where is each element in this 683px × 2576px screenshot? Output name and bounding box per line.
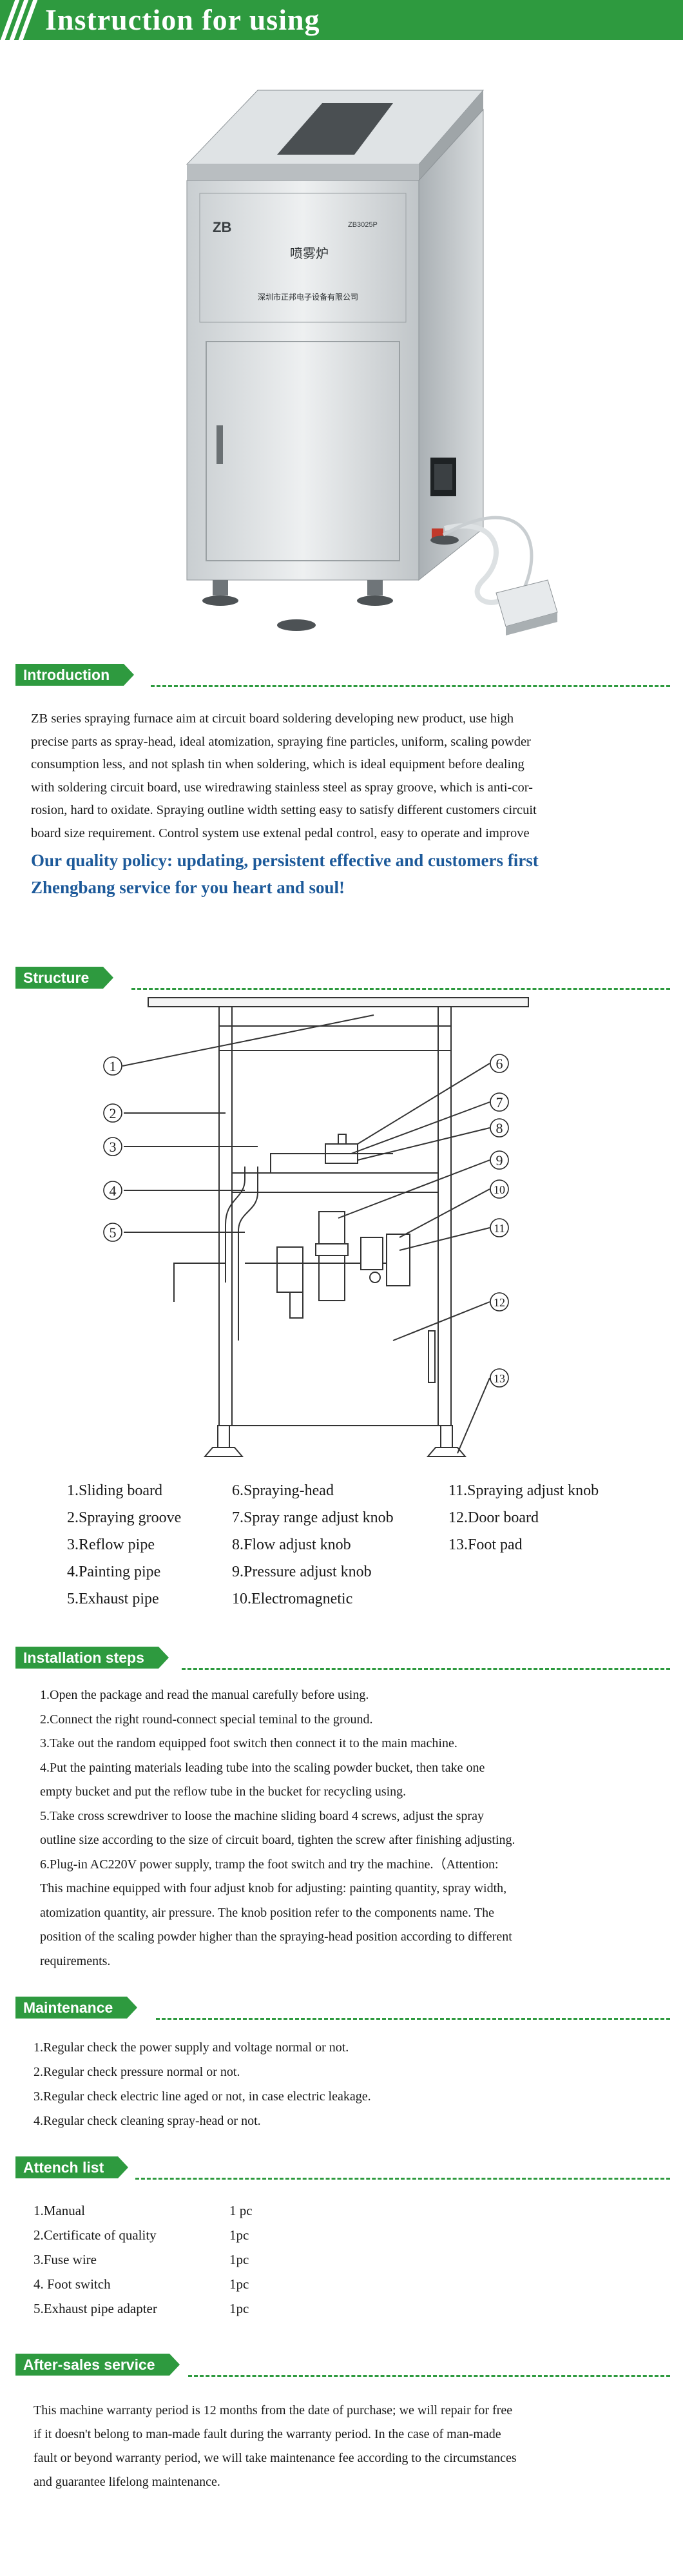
maintenance-header: Maintenance [15, 1997, 683, 2022]
aftersales-line: fault or beyond warranty period, we will… [34, 2451, 517, 2465]
attach-item-name: 5.Exhaust pipe adapter [34, 2301, 157, 2316]
install-line: atomization quantity, air pressure. The … [40, 1905, 494, 1920]
policy-line-1: Our quality policy: updating, persistent… [31, 851, 539, 870]
maintenance-text: 1.Regular check the power supply and vol… [34, 2035, 371, 2133]
callout-5: 5 [110, 1225, 117, 1241]
legend-item: 1.Sliding board [67, 1482, 162, 1499]
aftersales-line: and guarantee lifelong maintenance. [34, 2475, 220, 2489]
structure-header: Structure [15, 967, 683, 993]
installation-text: 1.Open the package and read the manual c… [40, 1683, 515, 1973]
quality-policy: Our quality policy: updating, persistent… [31, 847, 539, 901]
aftersales-header: After-sales service [15, 2354, 683, 2379]
attach-item-qty: 1 pc [229, 2203, 253, 2218]
callout-13: 13 [494, 1372, 505, 1385]
maintenance-line: 1.Regular check the power supply and vol… [34, 2040, 349, 2055]
attach-header: Attench list [15, 2156, 683, 2182]
callout-10: 10 [494, 1183, 505, 1196]
stripes-decoration [0, 0, 38, 40]
intro-line: rosion, hard to oxidate. Spraying outlin… [31, 803, 537, 817]
legend-item: 3.Reflow pipe [67, 1536, 155, 1553]
callout-6: 6 [496, 1056, 503, 1072]
install-line: requirements. [40, 1953, 111, 1968]
install-line: 5.Take cross screwdriver to loose the ma… [40, 1808, 484, 1823]
maintenance-heading: Maintenance [15, 1997, 138, 2019]
introduction-header: Introduction [15, 664, 683, 690]
callout-1: 1 [110, 1058, 117, 1074]
aftersales-heading: After-sales service [15, 2354, 180, 2376]
introduction-text: ZB series spraying furnace aim at circui… [31, 708, 537, 845]
legend-item: 4.Painting pipe [67, 1564, 161, 1580]
legend-item: 13.Foot pad [448, 1536, 523, 1553]
callout-12: 12 [494, 1296, 505, 1309]
intro-line: board size requirement. Control system u… [31, 826, 530, 840]
attach-item-name: 1.Manual [34, 2203, 85, 2218]
attach-item-name: 4. Foot switch [34, 2276, 111, 2292]
legend-item: 8.Flow adjust knob [232, 1536, 351, 1553]
model-label: ZB3025P [348, 221, 378, 229]
callout-7: 7 [496, 1094, 503, 1110]
install-line: empty bucket and put the reflow tube in … [40, 1785, 407, 1799]
structure-diagram: 1 2 3 4 5 6 7 8 9 10 11 12 13 [103, 997, 529, 1457]
install-line: 4.Put the painting materials leading tub… [40, 1760, 485, 1775]
callout-4: 4 [110, 1183, 117, 1199]
maintenance-line: 2.Regular check pressure normal or not. [34, 2065, 240, 2079]
machine-photo: ZB ZB3025P 喷雾炉 深圳市正邦电子设备有限公司 [186, 90, 558, 635]
legend-item: 2.Spraying groove [67, 1509, 182, 1526]
attach-item-qty: 1pc [229, 2227, 249, 2243]
callout-9: 9 [496, 1152, 503, 1168]
callout-8: 8 [496, 1120, 503, 1136]
maintenance-line: 4.Regular check cleaning spray-head or n… [34, 2114, 261, 2128]
install-line: This machine equipped with four adjust k… [40, 1881, 507, 1895]
installation-header: Installation steps [15, 1647, 683, 1672]
installation-heading: Installation steps [15, 1647, 169, 1669]
callout-3: 3 [110, 1139, 117, 1155]
install-line: 1.Open the package and read the manual c… [40, 1688, 369, 1702]
legend-item: 5.Exhaust pipe [67, 1591, 159, 1607]
attach-item-qty: 1pc [229, 2252, 249, 2267]
callout-2: 2 [110, 1105, 117, 1121]
install-line: position of the scaling powder higher th… [40, 1930, 512, 1944]
structure-heading: Structure [15, 967, 114, 989]
aftersales-line: This machine warranty period is 12 month… [34, 2403, 513, 2417]
legend-item: 7.Spray range adjust knob [232, 1509, 394, 1526]
title-banner: Instruction for using [0, 0, 683, 40]
maintenance-line: 3.Regular check electric line aged or no… [34, 2089, 371, 2104]
callout-11: 11 [494, 1222, 505, 1235]
intro-line: precise parts as spray-head, ideal atomi… [31, 734, 531, 749]
install-line: 6.Plug-in AC220V power supply, tramp the… [40, 1857, 499, 1872]
intro-line: consumption less, and not splash tin whe… [31, 757, 524, 771]
company-cn-name: 深圳市正邦电子设备有限公司 [258, 292, 358, 302]
attach-item-name: 3.Fuse wire [34, 2252, 97, 2267]
legend-item: 10.Electromagnetic [232, 1591, 353, 1607]
machine-cn-name: 喷雾炉 [290, 246, 329, 261]
legend-item: 12.Door board [448, 1509, 539, 1526]
attach-heading: Attench list [15, 2156, 129, 2178]
attach-item-name: 2.Certificate of quality [34, 2227, 157, 2243]
policy-line-2: Zhengbang service for you heart and soul… [31, 878, 345, 897]
page-title: Instruction for using [45, 3, 320, 36]
introduction-heading: Introduction [15, 664, 135, 686]
legend-item: 11.Spraying adjust knob [448, 1482, 599, 1499]
intro-line: with soldering circuit board, use wiredr… [31, 780, 533, 795]
aftersales-text: This machine warranty period is 12 month… [34, 2399, 517, 2494]
attach-item-qty: 1pc [229, 2301, 249, 2316]
install-line: 3.Take out the random equipped foot swit… [40, 1736, 457, 1750]
attach-item-qty: 1pc [229, 2276, 249, 2292]
legend-item: 6.Spraying-head [232, 1482, 334, 1499]
brand-logo: ZB [213, 219, 231, 235]
intro-line: ZB series spraying furnace aim at circui… [31, 712, 514, 726]
aftersales-line: if it doesn't belong to man-made fault d… [34, 2427, 501, 2441]
install-line: 2.Connect the right round-connect specia… [40, 1712, 373, 1727]
install-line: outline size according to the size of ci… [40, 1833, 515, 1847]
legend-item: 9.Pressure adjust knob [232, 1564, 372, 1580]
